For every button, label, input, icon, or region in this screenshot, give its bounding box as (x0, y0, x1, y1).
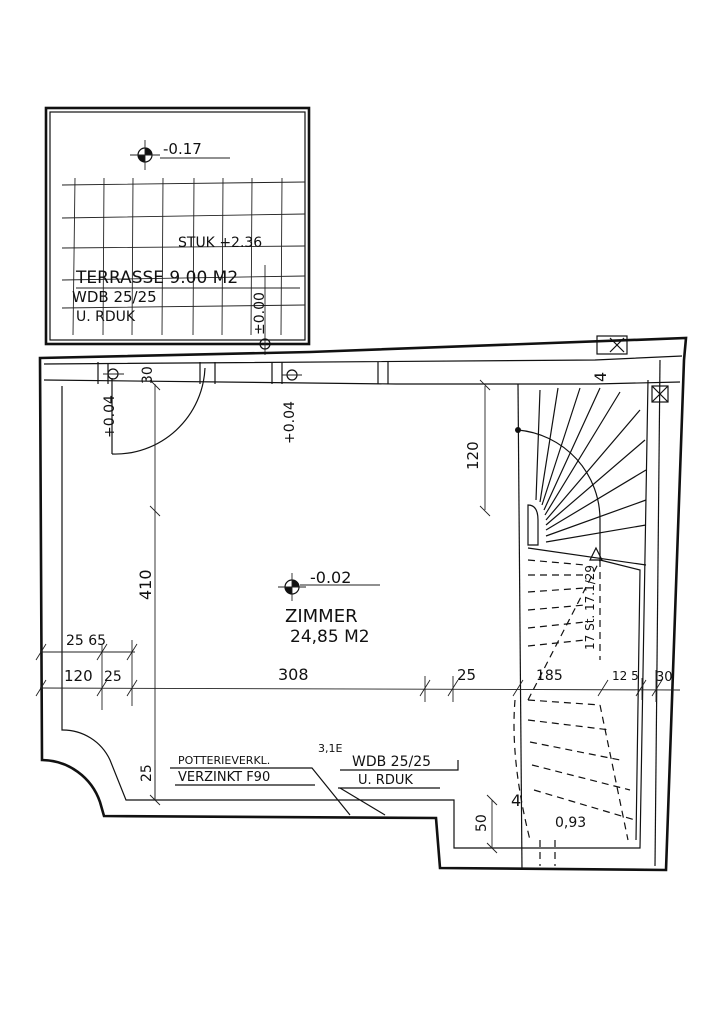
terrace-rduk: U. RDUK (76, 309, 136, 325)
dim-25-bottom: 25 (139, 764, 155, 782)
terrace-level-marker (130, 140, 230, 170)
terrace-level: -0.17 (163, 140, 202, 158)
dim-25-b: 25 (457, 666, 476, 684)
note-wdb: WDB 25/25 (352, 754, 431, 770)
dimension-lines (35, 379, 681, 854)
note-rduk: U. RDUK (358, 773, 413, 788)
terrace-level-vertical: ±0.00 (252, 292, 268, 335)
terrace-wdb: WDB 25/25 (72, 288, 157, 306)
terrace-outline (44, 106, 311, 346)
note-verzinkt: VERZINKT F90 (178, 770, 270, 785)
staircase (513, 387, 647, 866)
window-marks (596, 335, 669, 403)
door-swing-left (111, 367, 206, 455)
room-name: ZIMMER (285, 606, 358, 627)
door-level-left: +0.04 (102, 395, 118, 438)
room-area: 24,85 M2 (290, 627, 370, 647)
note-potterie: POTTERIEVERKL. (178, 754, 270, 767)
dim-30-right: 30 (656, 670, 673, 685)
terrace-tile-grid (61, 177, 306, 336)
dim-50: 50 (474, 814, 490, 832)
room-level: -0.02 (310, 568, 351, 587)
door-level-markers (103, 368, 302, 381)
dim-308: 308 (278, 665, 309, 684)
dim-4-bottom: 4 (511, 791, 521, 810)
dim-120: 120 (64, 667, 93, 685)
terrace: -0.17 STUK +2.36 TERRASSE 9.00 M2 WDB 25… (44, 106, 311, 355)
terrace-label: TERRASSE 9.00 M2 (75, 268, 238, 288)
dim-410: 410 (136, 569, 155, 600)
building-walls (38, 335, 688, 872)
dim-120-vertical: 120 (464, 441, 482, 470)
door-level-right: +0.04 (282, 401, 298, 444)
note-prefix: 3,1E (318, 742, 342, 755)
dim-25-a: 25 (104, 669, 122, 685)
bottom-notes (170, 760, 459, 816)
terrace-stuk: STUK +2.36 (178, 235, 262, 251)
stair-label: 17 St. 17.1/29 (583, 565, 597, 650)
stair-note: 0,93 (555, 815, 586, 831)
dim-25-65: 25 65 (66, 633, 106, 649)
room-level-marker (278, 573, 380, 601)
dim-185: 185 (536, 668, 563, 684)
dim-4-top: 4 (591, 372, 610, 382)
dim-12-5: 12 5 (612, 669, 639, 683)
dim-30-top: 30 (140, 366, 156, 384)
